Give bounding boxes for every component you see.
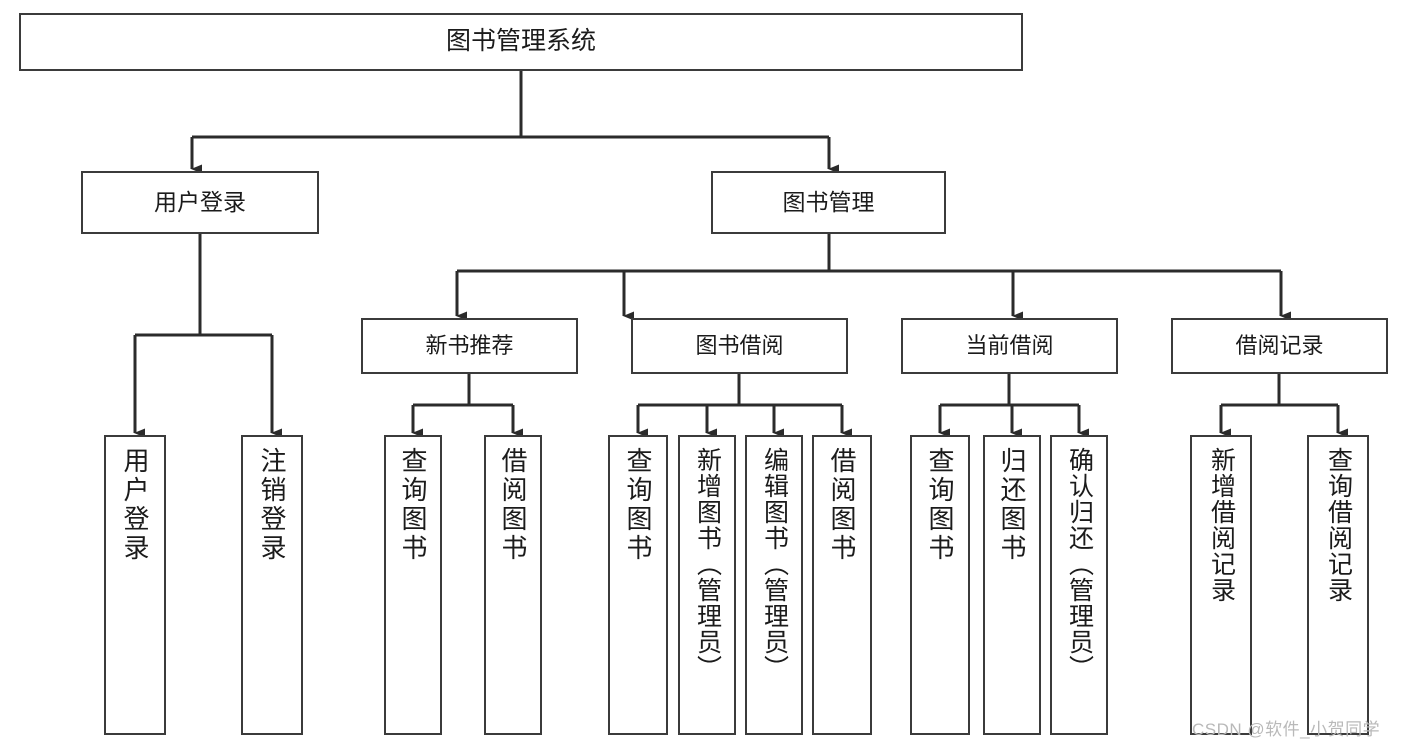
node-leaf-2-label: 查询图书 (398, 447, 428, 563)
node-leaf-6[interactable]: 编辑图书（管理员） (745, 435, 803, 735)
node-leaf-3[interactable]: 借阅图书 (484, 435, 542, 735)
node-root-system[interactable]: 图书管理系统 (19, 13, 1023, 71)
node-leaf-11[interactable]: 新增借阅记录 (1190, 435, 1252, 735)
node-leaf-4[interactable]: 查询图书 (608, 435, 668, 735)
node-leaf-0-label: 用户登录 (120, 447, 150, 563)
node-leaf-8-label: 查询图书 (925, 447, 955, 563)
node-root-system-label: 图书管理系统 (445, 27, 596, 56)
node-leaf-10-label: 确认归还（管理员） (1065, 447, 1094, 681)
node-tier2-0-label: 新书推荐 (425, 333, 514, 359)
node-leaf-0[interactable]: 用户登录 (104, 435, 166, 735)
node-leaf-7[interactable]: 借阅图书 (812, 435, 872, 735)
node-leaf-12-label: 查询借阅记录 (1324, 447, 1353, 603)
node-leaf-1[interactable]: 注销登录 (241, 435, 303, 735)
node-tier2-0[interactable]: 新书推荐 (361, 318, 578, 374)
node-tier2-1[interactable]: 图书借阅 (631, 318, 848, 374)
node-leaf-9[interactable]: 归还图书 (983, 435, 1041, 735)
node-leaf-6-label: 编辑图书（管理员） (760, 447, 789, 681)
node-leaf-9-label: 归还图书 (997, 447, 1027, 563)
node-leaf-7-label: 借阅图书 (827, 447, 857, 563)
node-tier1-0-label: 用户登录 (154, 188, 246, 215)
node-leaf-11-label: 新增借阅记录 (1207, 447, 1236, 603)
node-tier1-1[interactable]: 图书管理 (711, 171, 946, 234)
csdn-watermark: CSDN @软件_小贺同学 (1192, 720, 1381, 739)
node-tier1-0[interactable]: 用户登录 (81, 171, 319, 234)
node-leaf-8[interactable]: 查询图书 (910, 435, 970, 735)
node-leaf-4-label: 查询图书 (623, 447, 653, 563)
node-leaf-5-label: 新增图书（管理员） (693, 447, 722, 681)
node-tier2-3[interactable]: 借阅记录 (1171, 318, 1388, 374)
node-leaf-12[interactable]: 查询借阅记录 (1307, 435, 1369, 735)
node-leaf-2[interactable]: 查询图书 (384, 435, 442, 735)
node-leaf-10[interactable]: 确认归还（管理员） (1050, 435, 1108, 735)
node-leaf-5[interactable]: 新增图书（管理员） (678, 435, 736, 735)
node-tier1-1-label: 图书管理 (782, 188, 875, 215)
node-tier2-2-label: 当前借阅 (965, 333, 1054, 359)
node-tier2-3-label: 借阅记录 (1235, 333, 1324, 359)
node-tier2-2[interactable]: 当前借阅 (901, 318, 1118, 374)
node-leaf-1-label: 注销登录 (257, 447, 287, 563)
node-tier2-1-label: 图书借阅 (695, 333, 784, 359)
node-leaf-3-label: 借阅图书 (498, 447, 528, 563)
